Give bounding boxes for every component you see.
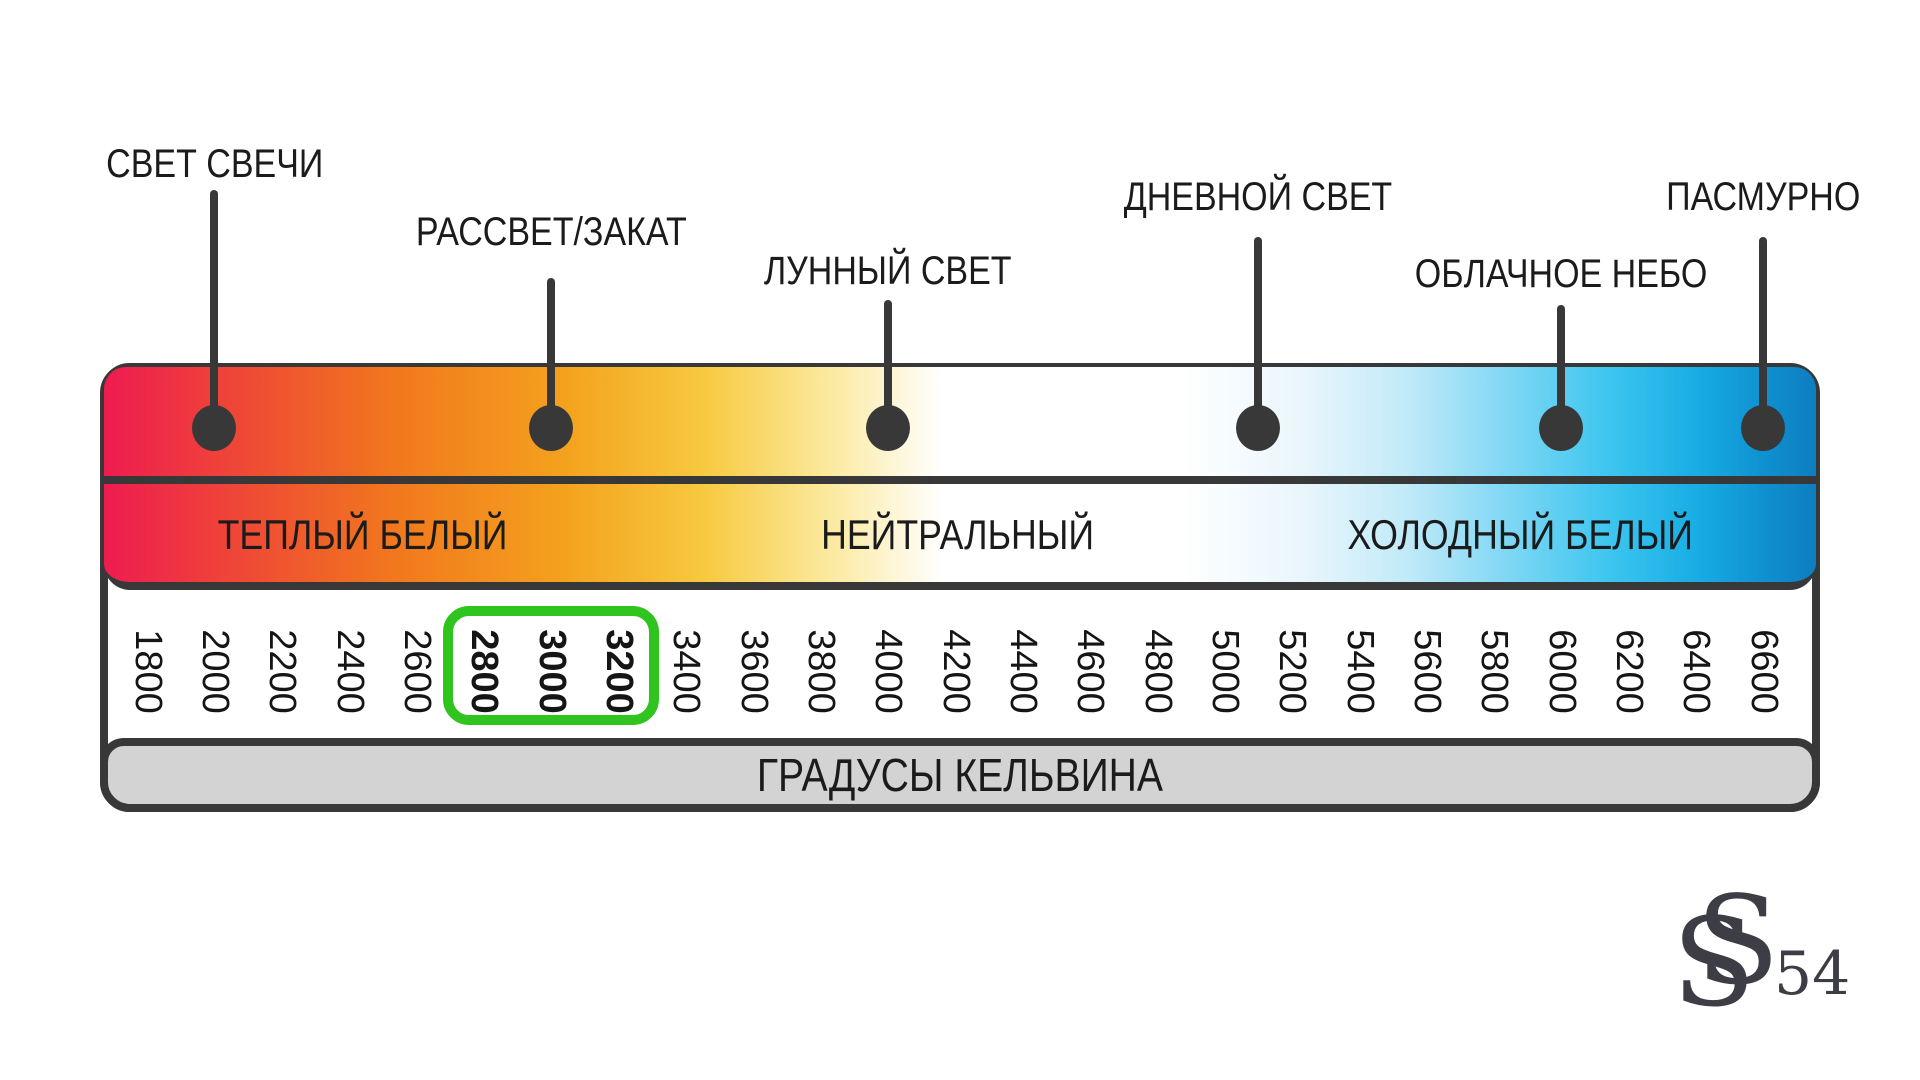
marker-label-text: ОБЛАЧНОЕ НЕБО: [1414, 252, 1708, 296]
marker-pointer-line-cloudy-sky: [1556, 305, 1565, 428]
marker-pointer-line-moonlight: [883, 300, 892, 428]
marker-label-text: ЛУННЫЙ СВЕТ: [763, 249, 1012, 293]
zone-label-text: ХОЛОДНЫЙ БЕЛЫЙ: [1347, 511, 1693, 558]
marker-label-overcast: ПАСМУРНО: [1553, 175, 1920, 220]
marker-pointer-line-candle-light: [210, 190, 219, 428]
zone-label-text: ТЕПЛЫЙ БЕЛЫЙ: [217, 511, 507, 558]
tick-6600: 6600: [1703, 611, 1823, 731]
marker-dot-cloudy-sky: [1538, 405, 1583, 451]
marker-label-text: ДНЕВНОЙ СВЕТ: [1123, 175, 1393, 219]
logo-letter-icon: S: [1696, 870, 1780, 1012]
marker-pointer-line-overcast: [1758, 237, 1767, 428]
marker-dot-moonlight: [865, 405, 910, 451]
marker-label-text: ПАСМУРНО: [1665, 175, 1861, 219]
kelvin-axis-bar: ГРАДУСЫ КЕЛЬВИНА: [100, 738, 1820, 812]
marker-label-candle-light: СВЕТ СВЕЧИ: [4, 142, 424, 187]
brand-logo: S S 54: [1672, 880, 1850, 1046]
zone-label-cold-white: ХОЛОДНЫЙ БЕЛЫЙ: [1270, 511, 1770, 559]
marker-label-sunrise-sunset: РАССВЕТ/ЗАКАТ: [341, 210, 761, 255]
marker-label-moonlight: ЛУННЫЙ СВЕТ: [678, 249, 1098, 294]
marker-label-daylight: ДНЕВНОЙ СВЕТ: [1048, 175, 1468, 220]
zone-label-warm-white: ТЕПЛЫЙ БЕЛЫЙ: [112, 511, 612, 559]
logo-letter-shadow-icon: S: [1672, 892, 1756, 1034]
marker-dot-sunrise-sunset: [528, 405, 573, 451]
marker-pointer-line-sunrise-sunset: [546, 278, 555, 428]
logo-number: 54: [1774, 939, 1851, 1009]
marker-dot-overcast: [1740, 405, 1785, 451]
zone-label-neutral: НЕЙТРАЛЬНЫЙ: [708, 511, 1208, 559]
marker-dot-candle-light: [192, 405, 237, 451]
marker-label-cloudy-sky: ОБЛАЧНОЕ НЕБО: [1351, 252, 1771, 297]
marker-dot-daylight: [1235, 405, 1280, 451]
highlight-green-box: [443, 606, 659, 725]
color-temperature-gradient-bar: [104, 367, 1816, 590]
marker-label-text: СВЕТ СВЕЧИ: [105, 142, 323, 186]
marker-label-text: РАССВЕТ/ЗАКАТ: [415, 210, 687, 254]
tick-value: 6600: [1742, 628, 1785, 714]
zone-label-text: НЕЙТРАЛЬНЫЙ: [821, 511, 1095, 558]
axis-title: ГРАДУСЫ КЕЛЬВИНА: [756, 749, 1164, 801]
marker-pointer-line-daylight: [1253, 237, 1262, 428]
gradient-divider-line: [104, 476, 1816, 484]
